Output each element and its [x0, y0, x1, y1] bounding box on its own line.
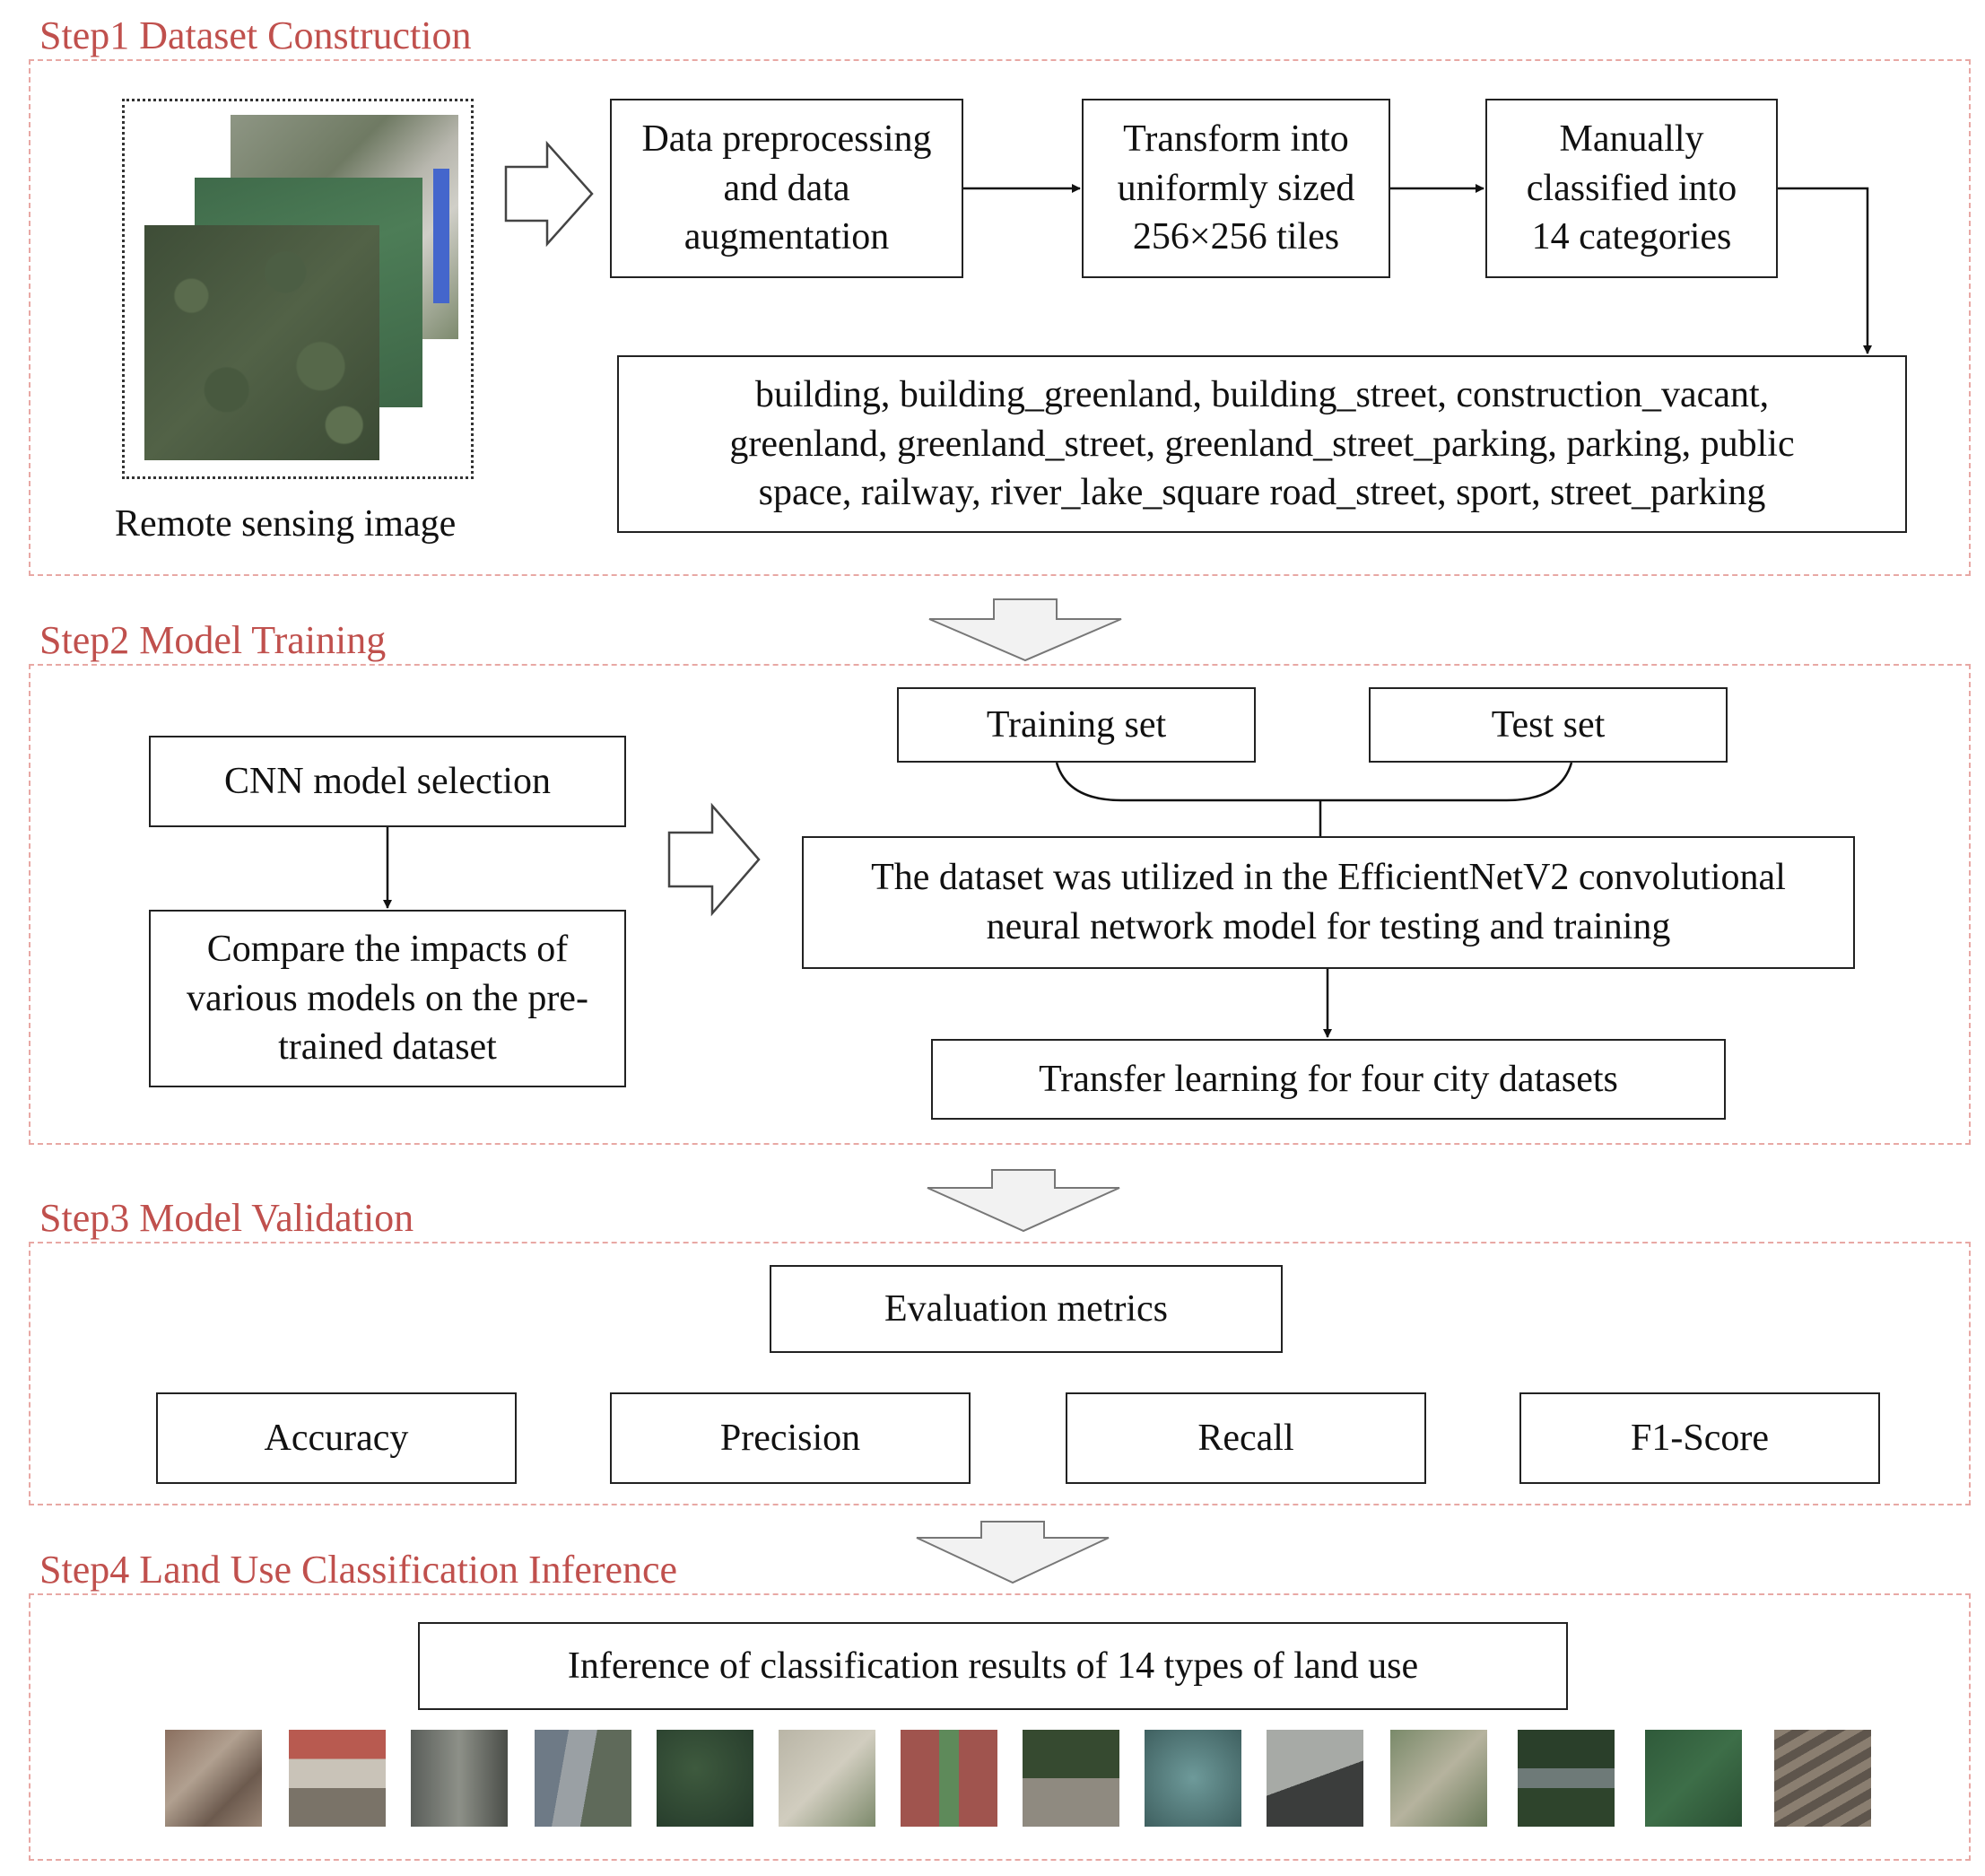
landuse-thumbnail-greenland-street-parking [901, 1730, 997, 1827]
box-efficientnetv2-dataset-label: The dataset was utilized in the Efficien… [871, 857, 1786, 947]
box-evaluation-metrics: Evaluation metrics [770, 1265, 1283, 1353]
satellite-image-front [144, 225, 379, 460]
step2-panel [29, 664, 1971, 1145]
box-transform-tiles: Transform into uniformly sized 256×256 t… [1082, 99, 1390, 278]
box-compare-models-label: Compare the impacts of various models on… [187, 929, 588, 1069]
down-arrow-step3-step4 [916, 1521, 1110, 1584]
landuse-thumbnail-building-greenland [289, 1730, 386, 1827]
landuse-thumbnail-greenland-street [779, 1730, 875, 1827]
box-transfer-learning: Transfer learning for four city datasets [931, 1039, 1726, 1120]
box-metric-precision-label: Precision [719, 1417, 861, 1459]
box-cnn-model-selection-label: CNN model selection [224, 760, 551, 802]
step4-title: Step4 Land Use Classification Inference [39, 1548, 678, 1592]
box-transform-tiles-label: Transform into uniformly sized 256×256 t… [1117, 118, 1355, 258]
box-compare-models: Compare the impacts of various models on… [149, 910, 626, 1087]
box-cnn-model-selection: CNN model selection [149, 736, 626, 827]
box-training-set-label: Training set [986, 703, 1167, 746]
step1-title: Step1 Dataset Construction [39, 13, 472, 57]
remote-sensing-caption: Remote sensing image [115, 503, 457, 545]
landuse-thumbnail-construction-vacant [535, 1730, 631, 1827]
block-arrow-step1-right [504, 140, 594, 248]
box-test-set-label: Test set [1491, 703, 1606, 746]
box-metric-recall: Recall [1066, 1392, 1426, 1484]
box-preprocessing: Data preprocessing and data augmentation [610, 99, 963, 278]
box-evaluation-metrics-label: Evaluation metrics [884, 1287, 1169, 1330]
box-metric-f1-score: F1-Score [1519, 1392, 1880, 1484]
landuse-thumbnail-building [165, 1730, 262, 1827]
box-category-list-label: building, building_greenland, building_s… [729, 374, 1795, 514]
block-arrow-step2-right [667, 802, 761, 917]
step4-panel [29, 1593, 1971, 1861]
box-metric-f1-score-label: F1-Score [1631, 1417, 1769, 1459]
box-preprocessing-label: Data preprocessing and data augmentation [641, 118, 932, 258]
down-arrow-step2-step3 [927, 1169, 1120, 1233]
box-metric-precision: Precision [610, 1392, 971, 1484]
remote-sensing-image-stack [122, 99, 474, 479]
down-arrow-step1-step2 [928, 598, 1122, 662]
box-transfer-learning-label: Transfer learning for four city datasets [1039, 1058, 1618, 1100]
step3-title: Step3 Model Validation [39, 1196, 414, 1240]
landuse-thumbnail-river-lake [1390, 1730, 1487, 1827]
box-metric-recall-label: Recall [1197, 1417, 1294, 1459]
landuse-thumbnail-greenland [657, 1730, 753, 1827]
landuse-thumbnail-square [1518, 1730, 1615, 1827]
landuse-thumbnail-public-space [1145, 1730, 1241, 1827]
step1-panel [29, 59, 1971, 576]
box-training-set: Training set [897, 687, 1256, 763]
box-metric-accuracy: Accuracy [156, 1392, 517, 1484]
box-inference: Inference of classification results of 1… [418, 1622, 1568, 1710]
box-manual-classification-label: Manually classified into 14 categories [1526, 118, 1737, 258]
landuse-thumbnail-building-street [411, 1730, 508, 1827]
box-inference-label: Inference of classification results of 1… [567, 1645, 1419, 1687]
box-manual-classification: Manually classified into 14 categories [1485, 99, 1778, 278]
landuse-thumbnail-street-parking [1774, 1730, 1871, 1827]
step2-title: Step2 Model Training [39, 618, 387, 662]
box-test-set: Test set [1369, 687, 1728, 763]
bracket-train-test-to-dataset [1055, 762, 1573, 836]
step3-panel [29, 1242, 1971, 1505]
box-category-list: building, building_greenland, building_s… [617, 355, 1907, 533]
box-metric-accuracy-label: Accuracy [264, 1417, 409, 1459]
landuse-thumbnail-sport [1645, 1730, 1742, 1827]
arrow-classify-to-categories [1778, 187, 1872, 354]
landuse-thumbnail-parking [1023, 1730, 1119, 1827]
landuse-thumbnail-railway [1267, 1730, 1363, 1827]
box-efficientnetv2-dataset: The dataset was utilized in the Efficien… [802, 836, 1855, 969]
